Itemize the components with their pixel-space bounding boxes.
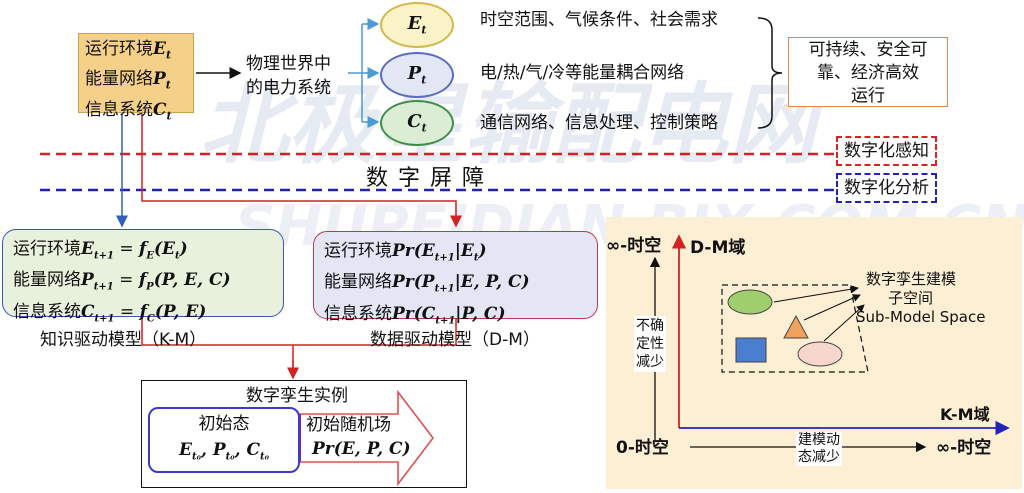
dm-domain-label: D-M域 (690, 238, 746, 258)
environment-box: 运行环境Et 能量网络Pt 信息系统Ct (78, 33, 194, 122)
initial-state-box: 初始态 Et₀, Pt₀, Ct₀ (148, 407, 300, 473)
km-domain-label: K-M域 (940, 405, 990, 424)
origin-label: 0-时空 (616, 438, 669, 458)
goal-box: 可持续、安全可 靠、经济高效 运行 (788, 37, 948, 107)
pink-ellipse-shape (797, 341, 843, 367)
green-ellipse-shape (727, 289, 773, 315)
km-caption: 知识驱动模型（K-M） (40, 330, 207, 350)
watermark-cn: 北极星输配电网 (200, 73, 828, 176)
uncertainty-label: 不确 定性 减少 (634, 316, 666, 372)
env-row: 运行环境Et (85, 39, 172, 62)
p-description: 电/热/气/冷等能量耦合网络 (480, 63, 685, 83)
data-model-box: 运行环境Pr(Et+1|Et) 能量网络Pr(Pt+1|E, P, C) 信息系… (313, 231, 598, 326)
digital-sensing-tag: 数字化感知 (836, 136, 937, 166)
physical-system-label: 物理世界中 的电力系统 (246, 54, 331, 98)
energy-row: 能量网络Pt (85, 69, 171, 92)
x-end-label: ∞-时空 (936, 438, 992, 458)
e-description: 时空范围、气候条件、社会需求 (480, 10, 718, 30)
submodel-label: 数字孪生建模 子空间 Sub-Model Space (856, 270, 986, 326)
dm-caption: 数据驱动模型（D-M） (370, 330, 540, 350)
square-shape (735, 337, 767, 363)
km-eq-energy: 能量网络Pt+1 = fP(P, E, C) (13, 270, 231, 293)
p-ellipse: Pt (380, 52, 454, 98)
digital-twin-title: 数字孪生实例 (246, 386, 348, 406)
knowledge-model-box: 运行环境Et+1 = fE(Et) 能量网络Pt+1 = fP(P, E, C)… (2, 229, 284, 324)
c-description: 通信网络、信息处理、控制策略 (480, 113, 718, 133)
km-eq-env: 运行环境Et+1 = fE(Et) (13, 239, 188, 262)
submodel-region (721, 284, 869, 373)
digital-analysis-tag: 数字化分析 (836, 173, 937, 203)
digital-twin-frame (141, 380, 467, 488)
km-eq-info: 信息系统Ct+1 = fC(P, E) (13, 301, 207, 325)
digital-shield-label: 数字屏障 (366, 166, 495, 191)
random-field-formula: Pr(E, P, C) (312, 439, 411, 459)
random-field-label: 初始随机场 (306, 415, 391, 435)
e-ellipse: Et (380, 2, 454, 48)
modeling-label: 建模动 态减少 (796, 432, 842, 466)
dm-eq-env: 运行环境Pr(Et+1|Et) (324, 241, 487, 264)
triangle-shape (783, 314, 809, 339)
info-row: 信息系统Ct (85, 99, 172, 123)
y-top-label: ∞-时空 (606, 236, 662, 256)
submodel-en-label: Sub-Model Space (856, 308, 986, 326)
c-ellipse: Ct (380, 100, 454, 146)
dm-eq-energy: 能量网络Pr(Pt+1|E, P, C) (324, 272, 530, 295)
dm-eq-info: 信息系统Pr(Ct+1|P, C) (324, 303, 506, 327)
